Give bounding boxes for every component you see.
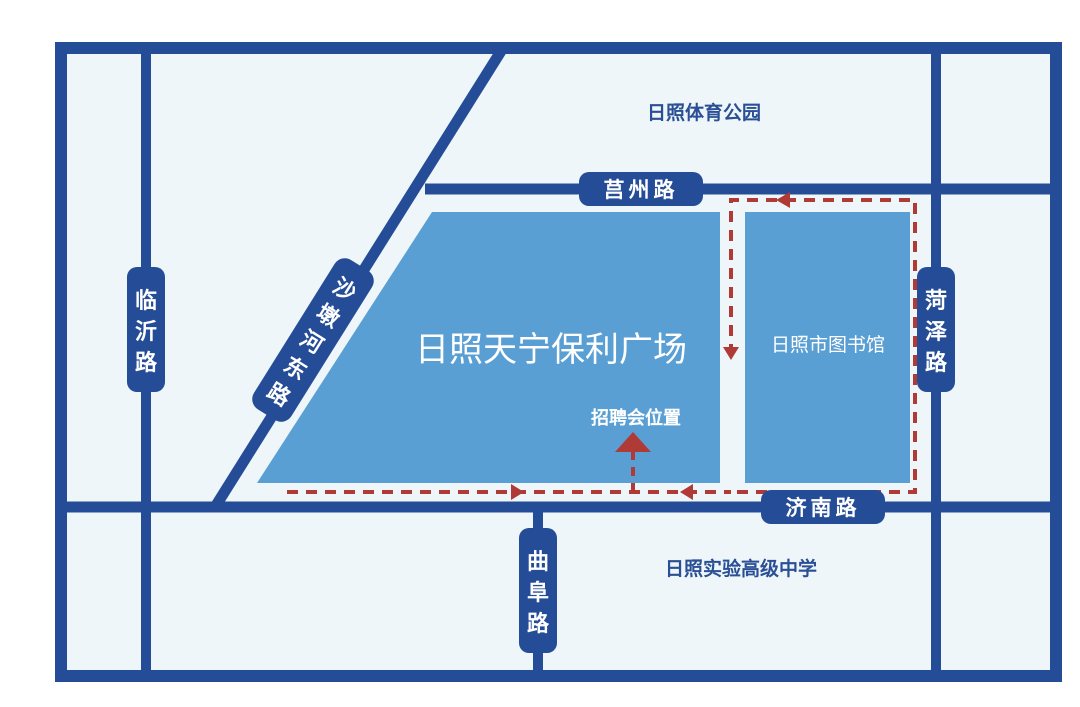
landmark-library: 日照市图书馆 [771,334,885,356]
landmark-school: 日照实验高级中学 [665,557,817,580]
road-label-linyi-text: 临沂路 [135,288,158,376]
road-label-heze-text: 菏泽路 [925,289,948,376]
plaza-block [257,212,720,483]
road-label-juzhou: 莒州路 [579,172,703,206]
arrow-icon [723,347,739,360]
road-label-shadunhe-east: 沙墩河东路 [252,258,374,422]
landmark-sports-park: 日照体育公园 [647,101,761,124]
road-label-qufu-text: 曲阜路 [527,550,550,637]
road-label-qufu: 曲阜路 [519,528,557,653]
arrow-icon [511,484,524,500]
road-label-jinan: 济南路 [761,490,885,524]
road-labels: 莒州路 济南路 临沂路 菏泽路 曲阜路 沙墩河东路 [127,172,955,653]
landmark-plaza: 日照天宁保利广场 [415,330,687,370]
library-block [745,212,910,483]
arrow-icon [680,484,693,500]
road-label-juzhou-text: 莒州路 [604,178,679,202]
road-label-linyi: 临沂路 [127,267,165,392]
up-arrow-icon [615,432,651,452]
venue-label: 招聘会位置 [591,407,681,429]
arrow-icon [776,192,790,208]
road-label-heze: 菏泽路 [917,267,955,392]
road-label-jinan-text: 济南路 [786,496,861,520]
